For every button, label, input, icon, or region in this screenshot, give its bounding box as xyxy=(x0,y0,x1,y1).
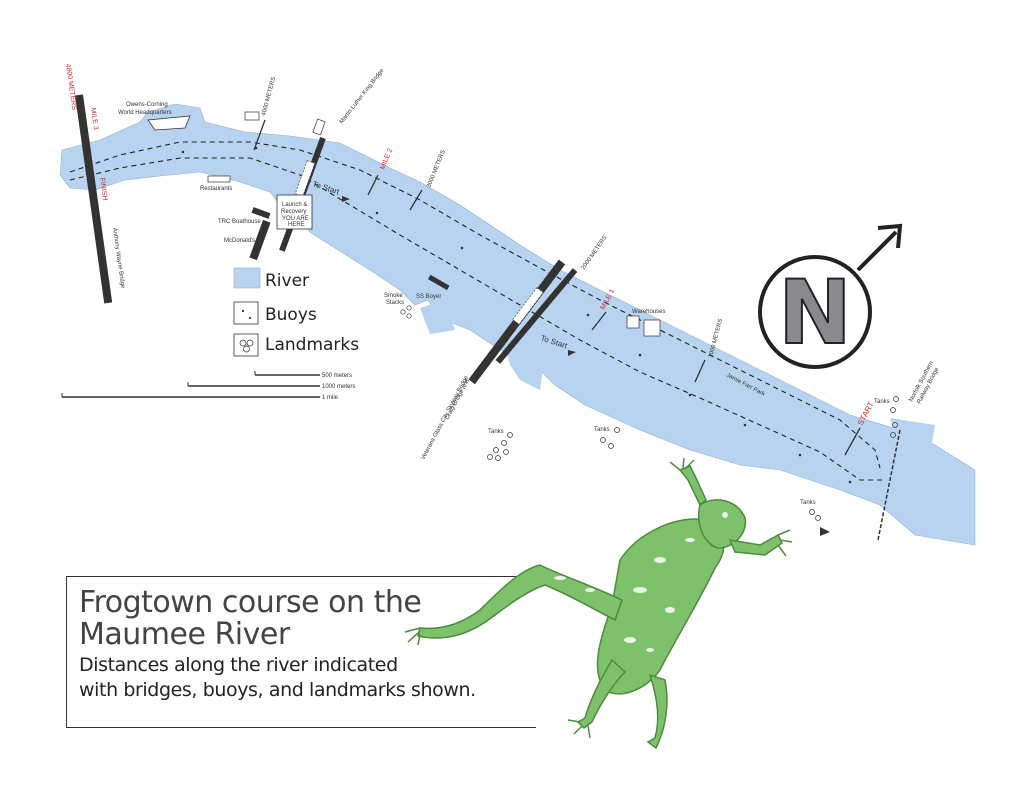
tick-3000 xyxy=(409,189,423,211)
tick-mile2 xyxy=(367,174,379,196)
restaurants-label: Restaurants xyxy=(200,186,232,192)
mile3-label: MILE 3 xyxy=(89,107,99,130)
legend-river-label: River xyxy=(265,271,309,291)
meters-3000-label: 3000 METERS xyxy=(426,149,447,188)
arrow-to-start-1 xyxy=(342,196,350,202)
river-inlet-ss-boyer xyxy=(420,300,455,334)
tanks-label-d: Tanks xyxy=(800,500,816,506)
tanks-label-a: Tanks xyxy=(488,429,504,435)
smoke-stacks-label: Smoke xyxy=(384,293,403,299)
tanks-landmark-d xyxy=(809,509,821,521)
anthony-wayne-label: Anthony Wayne Bridge xyxy=(111,227,126,289)
warehouses-label: Warehouses xyxy=(632,309,665,315)
meters-2000-label: 2000 METERS xyxy=(581,235,609,271)
building-b xyxy=(312,118,326,136)
skyway-bridge xyxy=(495,268,578,364)
finish-label: FINISH xyxy=(98,177,108,201)
river-inlet-craig xyxy=(505,345,545,390)
meters-4000-label: 4000 METERS xyxy=(261,76,277,116)
finish-meters-label: 4800 METERS xyxy=(64,63,77,111)
tanks-landmark-a xyxy=(487,432,513,461)
legend-buoys-swatch xyxy=(233,301,259,325)
subtitle-line-2: with bridges, buoys, and landmarks shown… xyxy=(79,679,476,701)
launch-label-2: Recovery xyxy=(281,209,306,215)
owens-corning-landmark xyxy=(147,115,191,131)
legend-buoy-dot-1 xyxy=(241,309,245,313)
course-line-upper xyxy=(69,141,881,469)
course-line-lower xyxy=(69,157,885,481)
mcdonalds-label: McDonald's xyxy=(224,238,255,244)
legend-landmarks-label: Landmarks xyxy=(265,335,359,355)
mile2-label: MILE 2 xyxy=(379,147,394,170)
owens-corning-label: Owens-Corning xyxy=(126,102,168,108)
scale-1mile-label: 1 mile xyxy=(322,395,339,401)
river-inlet-start xyxy=(890,418,935,455)
arrow-to-start-2 xyxy=(568,350,576,356)
launch-label-4: HERE xyxy=(288,222,305,228)
building-a xyxy=(244,111,260,121)
legend-buoys-label: Buoys xyxy=(265,305,317,325)
legend-buoy-dot-2 xyxy=(248,316,252,320)
tick-1000 xyxy=(694,359,706,383)
arrow-start-turn xyxy=(820,527,830,536)
launch-box xyxy=(276,194,313,230)
trc-boathouse xyxy=(251,207,271,219)
tanks-label-c: Tanks xyxy=(874,399,890,405)
trc-boathouse-label: TRC Boathouse xyxy=(218,219,261,225)
north-letter: N xyxy=(778,261,852,364)
legend-river-swatch xyxy=(233,267,261,289)
tick-start xyxy=(844,427,861,456)
title-line-1: Frogtown course on the xyxy=(79,585,422,620)
mcdonalds-marker xyxy=(249,219,271,261)
legend-landmarks-swatch xyxy=(233,333,259,357)
restaurants-building xyxy=(207,175,231,183)
north-arrow-shaft xyxy=(856,230,898,272)
north-arrow-icon xyxy=(877,223,903,249)
warehouse-1 xyxy=(626,315,640,329)
buoys xyxy=(181,146,852,484)
norfolk-bridge xyxy=(877,429,901,541)
tanks-label-b: Tanks xyxy=(594,427,610,433)
smoke-stacks-label-2: Stacks xyxy=(386,300,404,306)
tanks-landmark-b xyxy=(600,427,620,449)
warehouse-2 xyxy=(643,319,661,337)
skyway-bridge-label: Veterans Glass City Skyway Bridge xyxy=(420,375,470,461)
scale-500-label: 500 meters xyxy=(322,373,352,379)
tick-4000 xyxy=(253,119,266,151)
scale-1000-label: 1000 meters xyxy=(322,384,355,390)
ss-boyer-ship xyxy=(427,274,450,291)
ss-boyer-label: SS Boyer xyxy=(416,294,441,300)
owens-corning-label-2: World Headquarters xyxy=(118,110,172,116)
mlk-bridge-label: Martin Luther King Bridge xyxy=(339,67,386,125)
title-line-2: Maumee River xyxy=(79,617,290,652)
anthony-wayne-bridge xyxy=(75,94,113,304)
title-box: Frogtown course on the Maumee River Dist… xyxy=(66,576,536,728)
subtitle-line-1: Distances along the river indicated xyxy=(79,654,398,676)
launch-label-1: Launch & xyxy=(282,202,307,208)
launch-label-3: YOU ARE xyxy=(282,216,309,222)
smoke-stacks-landmark xyxy=(400,305,412,319)
tanks-landmark-c xyxy=(890,396,899,438)
legend-landmark-icon xyxy=(239,339,254,353)
tick-mile1 xyxy=(591,311,607,331)
north-indicator-ring xyxy=(758,255,872,369)
